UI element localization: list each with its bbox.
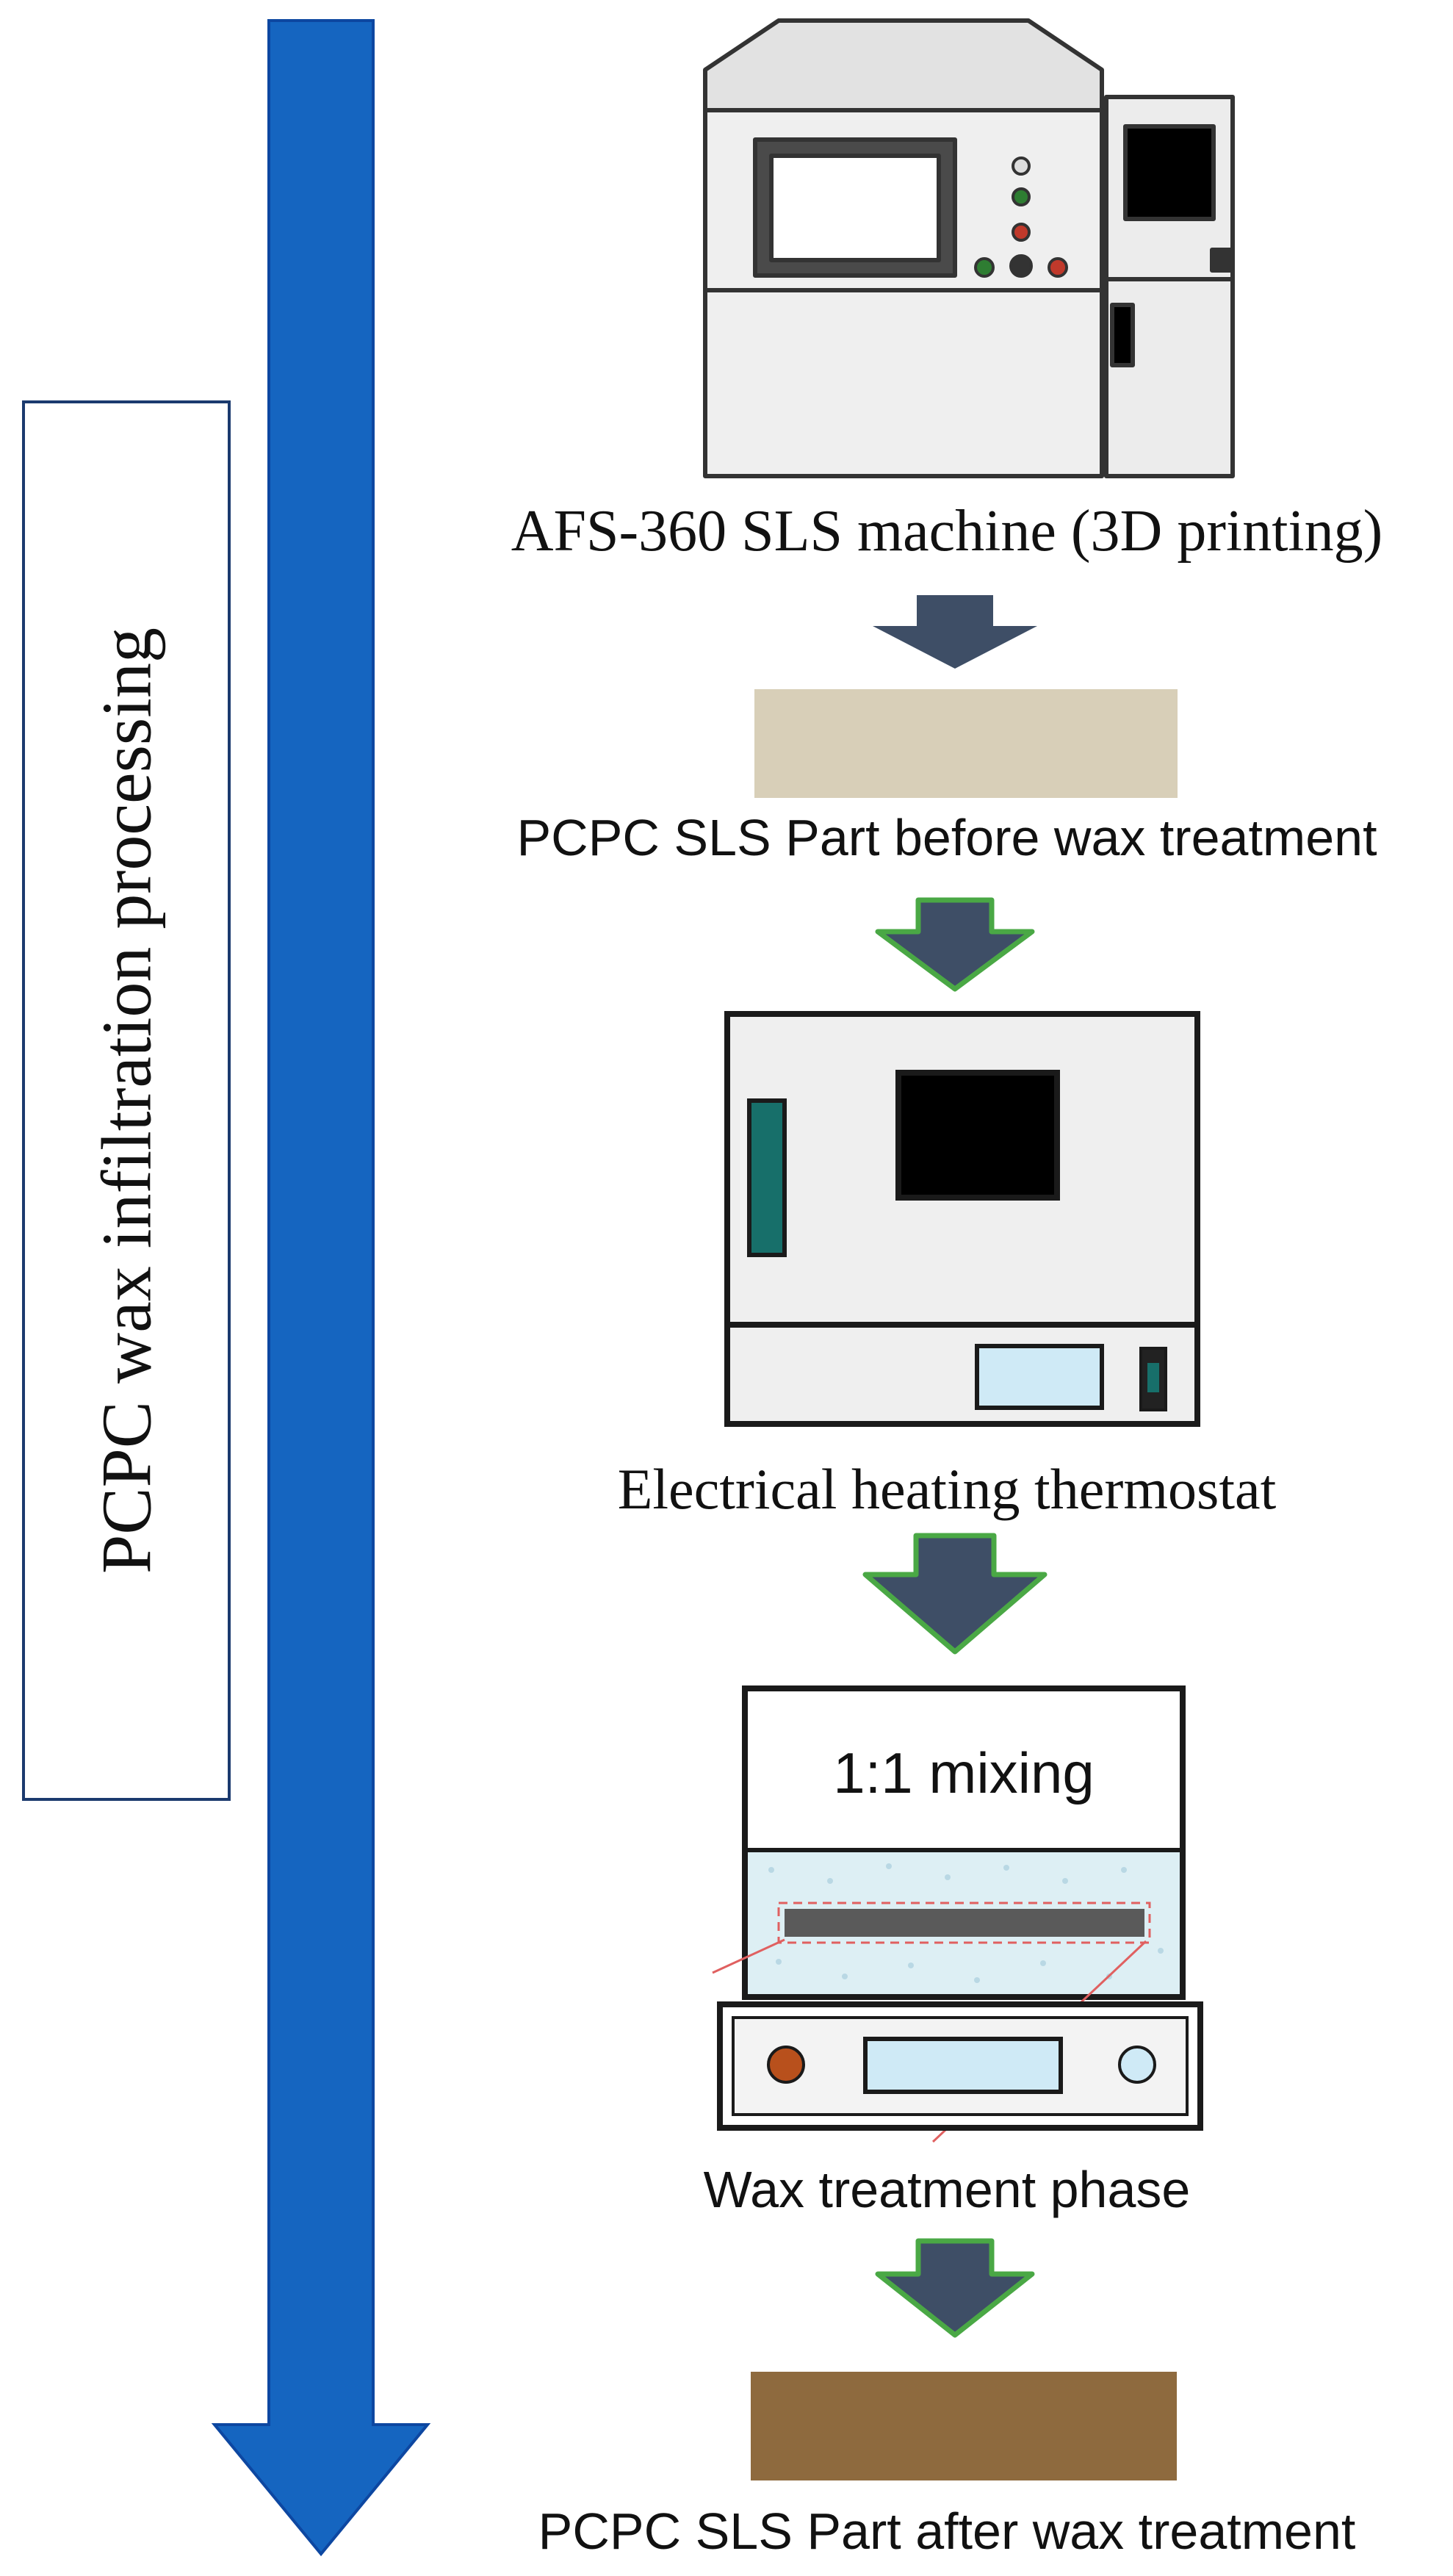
process-direction-arrow [211,19,431,2557]
step-arrow-4 [875,2238,1035,2338]
wax-bath-icon [712,1685,1203,2143]
thermostat-oven-icon [724,1011,1200,1427]
step-arrow-2 [875,897,1035,992]
step-label-wax-treatment: Wax treatment phase [703,2161,1191,2218]
part-after-sample [751,2372,1177,2480]
step-label-thermostat: Electrical heating thermostat [617,1457,1277,1521]
step-label-part-after: PCPC SLS Part after wax treatment [538,2503,1356,2560]
part-before-sample [754,689,1178,798]
step-arrow-1 [873,595,1037,669]
mixing-ratio-label: 1:1 mixing [833,1741,1095,1805]
step-arrow-3 [862,1533,1048,1655]
sls-machine-icon [703,18,1235,478]
step-label-part-before: PCPC SLS Part before wax treatment [516,809,1377,866]
process-label: PCPC wax infiltration processing [87,627,166,1574]
step-label-sls-machine: AFS-360 SLS machine (3D printing) [511,499,1383,564]
process-label-box [22,400,231,1801]
